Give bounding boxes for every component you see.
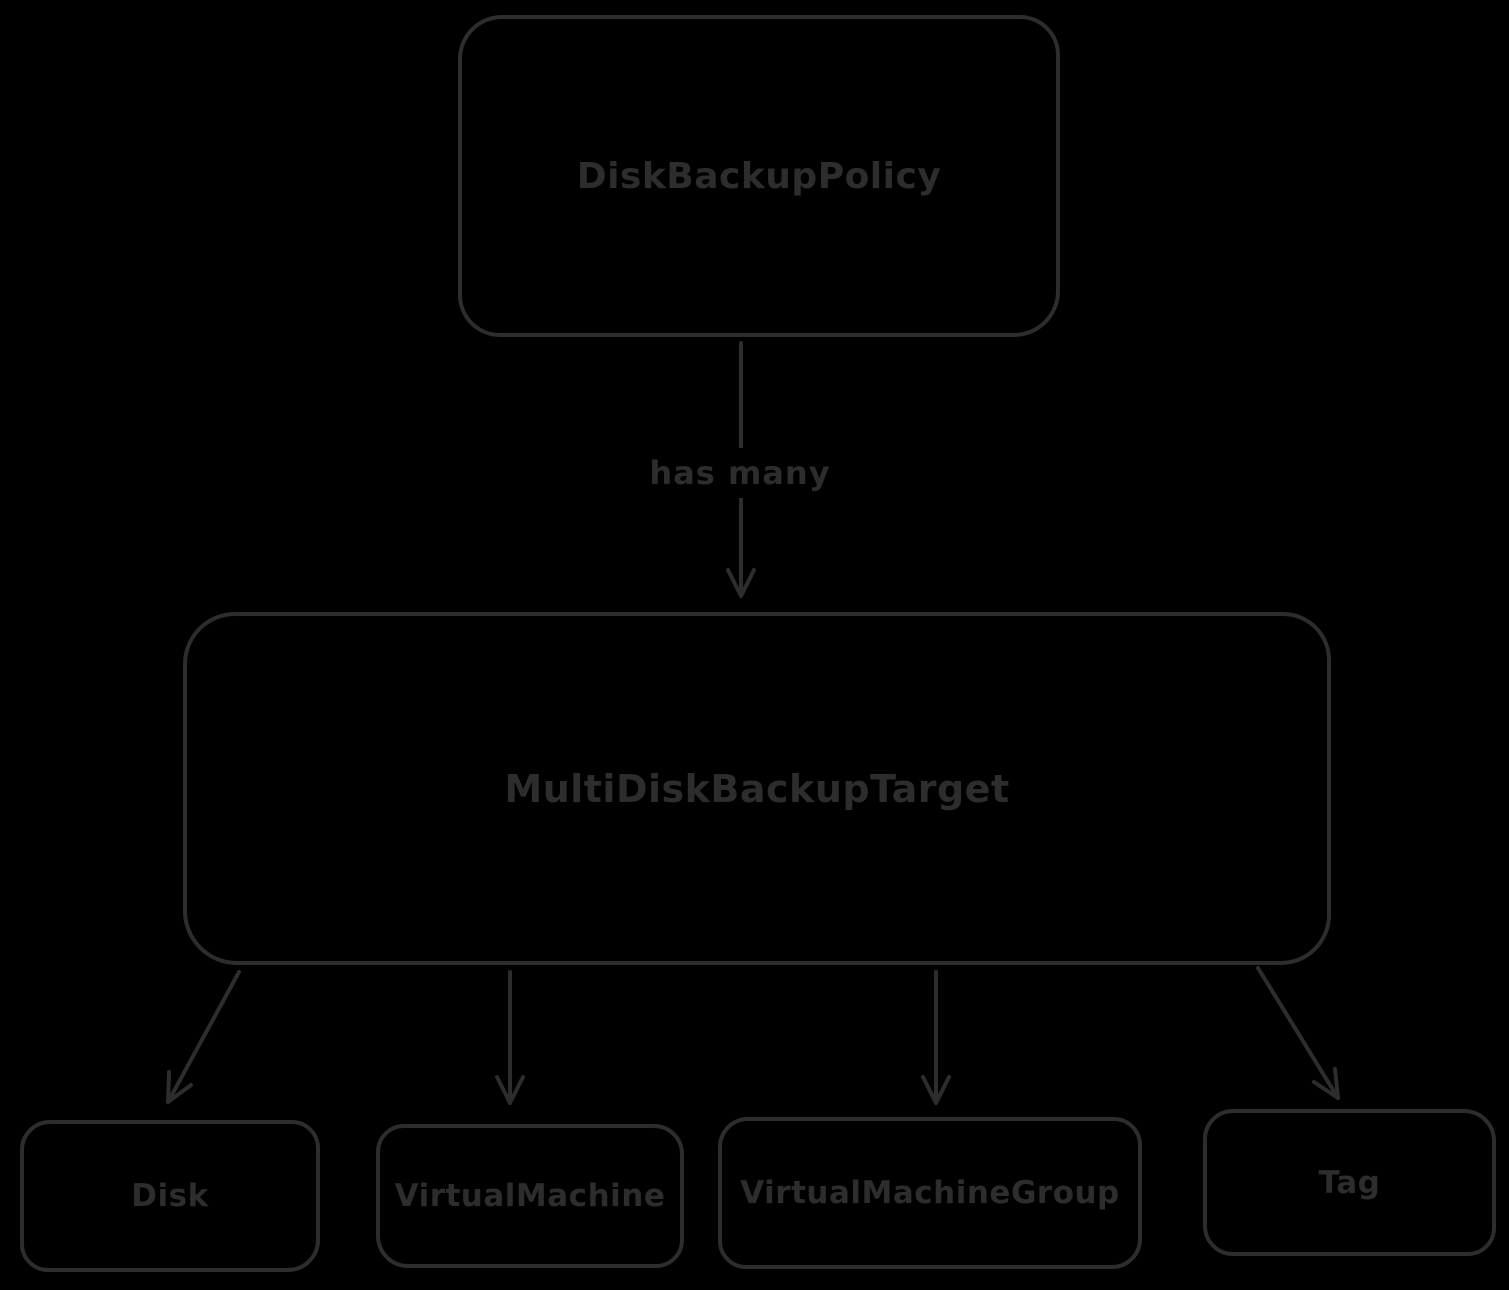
- node-disk: Disk: [20, 1120, 320, 1272]
- node-virtual-machine-label: VirtualMachine: [394, 1178, 666, 1214]
- node-multi-disk-backup-target: MultiDiskBackupTarget: [183, 612, 1331, 965]
- node-virtual-machine-group: VirtualMachineGroup: [718, 1117, 1142, 1269]
- edge-target-to-virtualmachine-arrow: [495, 970, 525, 1105]
- edge-target-to-tag-arrow: [1256, 966, 1340, 1100]
- edge-target-to-virtualmachinegroup-arrow: [921, 970, 951, 1105]
- node-disk-label: Disk: [131, 1178, 209, 1214]
- node-disk-backup-policy-label: DiskBackupPolicy: [576, 155, 942, 197]
- edge-target-to-disk-arrow: [166, 970, 241, 1104]
- edge-label-has-many: has many: [646, 448, 834, 498]
- node-disk-backup-policy: DiskBackupPolicy: [458, 15, 1060, 337]
- node-virtual-machine: VirtualMachine: [376, 1124, 684, 1268]
- edge-label-has-many-text: has many: [649, 454, 831, 492]
- node-virtual-machine-group-label: VirtualMachineGroup: [740, 1175, 1120, 1211]
- node-tag-label: Tag: [1318, 1164, 1381, 1201]
- node-multi-disk-backup-target-label: MultiDiskBackupTarget: [504, 766, 1010, 811]
- node-tag: Tag: [1203, 1109, 1496, 1256]
